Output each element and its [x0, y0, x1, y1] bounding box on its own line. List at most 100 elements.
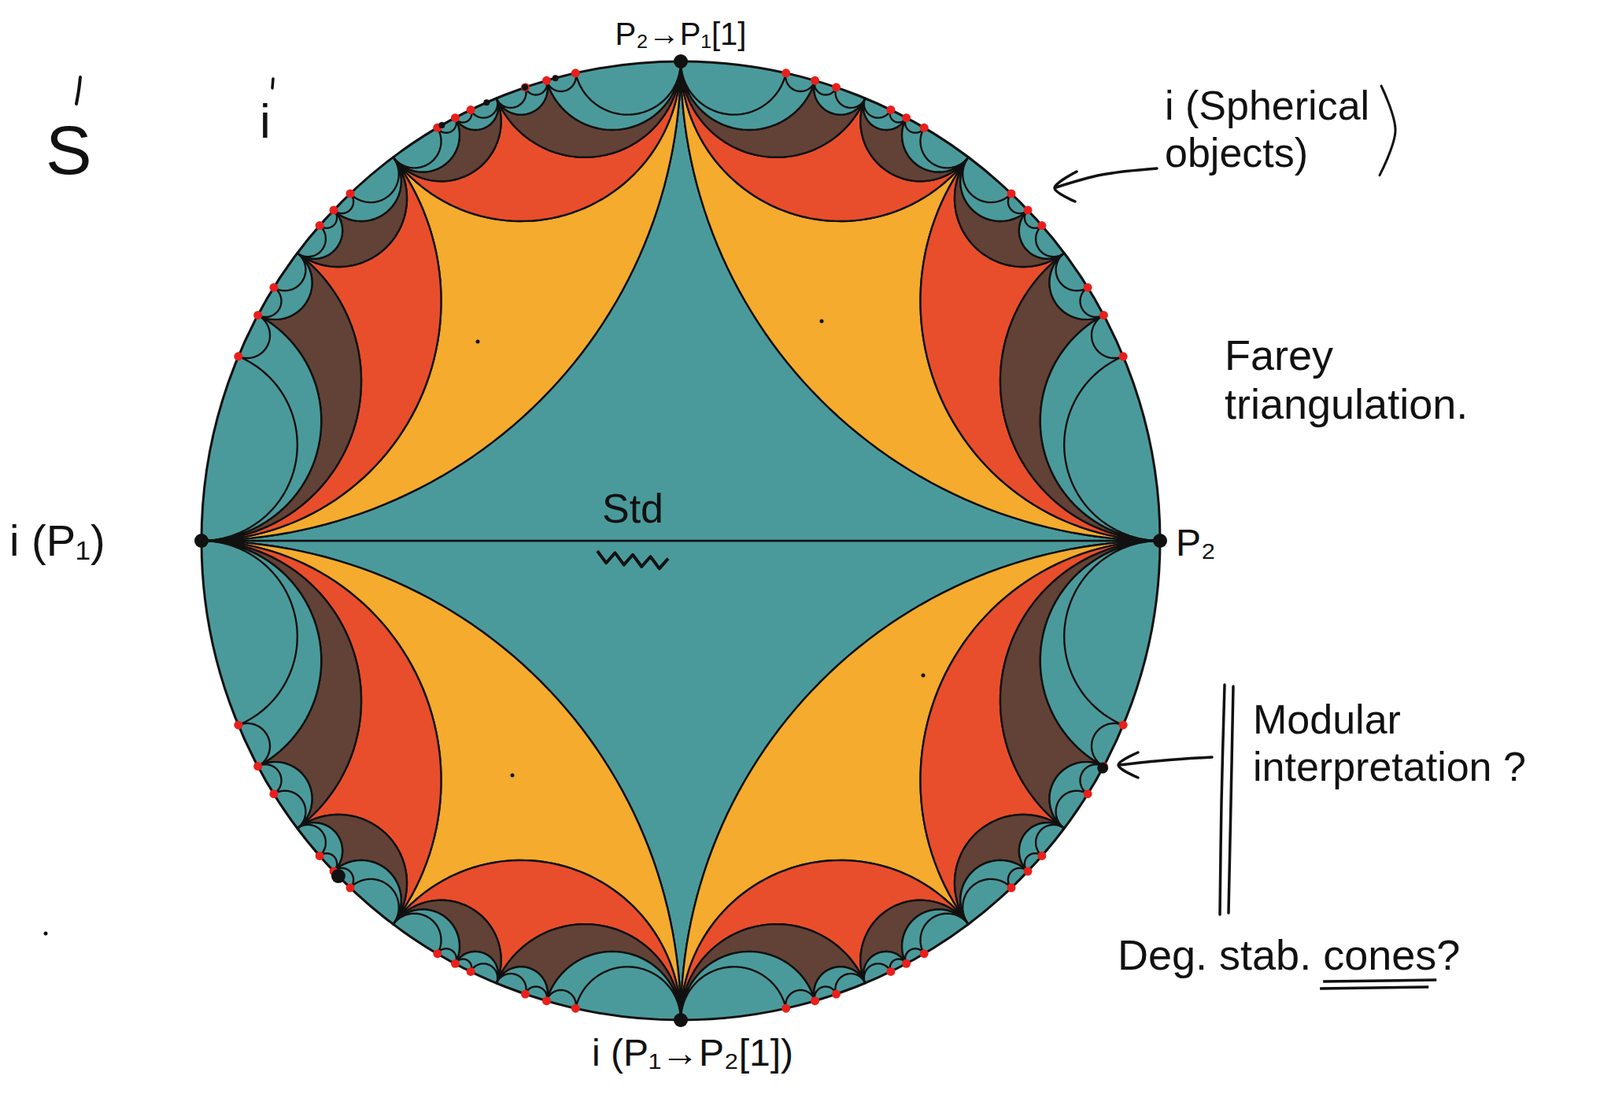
vertex-dot	[432, 949, 442, 958]
accent-tick	[76, 77, 81, 104]
ideal-triangle	[297, 210, 343, 259]
vertex-dot	[1083, 283, 1093, 292]
marked-point	[483, 99, 490, 106]
ideal-triangle	[901, 118, 969, 173]
ideal-triangle	[201, 540, 681, 1020]
ideal-triangle	[860, 98, 969, 182]
vertex-dot	[1119, 720, 1128, 730]
ideal-triangle	[680, 61, 865, 158]
ideal-triangle	[297, 822, 343, 872]
ideal-triangle	[454, 951, 499, 983]
pen-strokes	[76, 77, 1437, 989]
ideal-triangle	[680, 61, 816, 130]
ideal-triangle	[1049, 761, 1104, 828]
underline-scribble	[597, 550, 669, 569]
vertex-dot	[521, 82, 530, 92]
annotation-label: i (Spherical objects)	[1164, 82, 1374, 178]
ideal-triangle	[496, 966, 548, 1001]
ideal-triangle	[297, 814, 407, 924]
vertex-dot	[329, 206, 339, 215]
accent-tick	[272, 78, 274, 89]
ideal-triangle	[258, 253, 313, 320]
marked-point	[194, 533, 209, 548]
vertex-dot	[810, 76, 820, 85]
annotation-label: P₂	[1175, 521, 1216, 565]
pen-dot	[820, 319, 825, 324]
vertex-dot	[315, 221, 325, 230]
marked-point	[552, 74, 559, 82]
ideal-triangle	[680, 860, 969, 1020]
vertex-dot	[810, 996, 820, 1006]
vertex-dot	[269, 789, 278, 799]
farey-triangles	[201, 61, 1161, 1020]
vertex-dot	[901, 113, 911, 122]
ideal-triangle	[954, 157, 1065, 267]
double-underline	[1322, 979, 1437, 982]
ideal-triangle	[1019, 210, 1065, 259]
vertex-dot	[831, 82, 841, 92]
annotation-label: Std	[602, 485, 664, 533]
annotation-label: Farey triangulation.	[1224, 330, 1472, 429]
annotation-label: Modular interpretation ?	[1252, 696, 1530, 791]
ideal-triangle	[546, 951, 681, 1020]
marked-point	[331, 868, 346, 884]
annotation-label: Deg. stab. cones?	[1117, 930, 1460, 980]
vertex-dots	[233, 68, 1128, 1013]
vertex-dot	[886, 105, 895, 115]
ideal-triangle	[1000, 253, 1161, 541]
ideal-triangle	[960, 860, 1028, 924]
vertex-dot	[269, 283, 278, 292]
vertex-dot	[346, 883, 355, 893]
arrow-head	[1054, 171, 1077, 202]
vertex-dot	[901, 959, 911, 969]
ideal-triangle	[333, 157, 402, 222]
annotation-label: P₂→P₁[1]	[615, 15, 747, 52]
vertex-dot	[315, 851, 325, 861]
double-underline	[1319, 986, 1429, 989]
vertex-dot	[1037, 221, 1046, 230]
annotation-label: S	[45, 110, 93, 190]
ideal-triangle	[680, 923, 865, 1020]
vertex-dot	[1007, 189, 1017, 199]
vertex-dot	[542, 76, 551, 85]
vertex-dot	[571, 1004, 581, 1013]
ideal-triangle	[813, 966, 865, 1001]
ideal-triangle	[201, 540, 1161, 1020]
ideal-triangle	[201, 61, 1161, 541]
ideal-triangle	[813, 80, 865, 115]
ideal-triangle	[1000, 540, 1161, 828]
vertex-dot	[466, 967, 476, 976]
ideal-triangle	[860, 900, 969, 983]
disk-ground	[201, 61, 1161, 1020]
ideal-triangle	[201, 540, 441, 924]
vertex-dot	[831, 990, 841, 999]
ideal-triangle	[201, 540, 362, 828]
ideal-triangle	[393, 860, 681, 1020]
annotation-label: i	[259, 92, 271, 149]
vertex-dot	[521, 990, 530, 999]
ideal-triangle	[1040, 314, 1161, 541]
vertex-dot	[886, 967, 895, 976]
annotation-label: i (P₁)	[9, 515, 106, 566]
ideal-triangle	[1019, 822, 1065, 872]
ideal-triangle	[680, 540, 1161, 1020]
vertex-dot	[542, 996, 551, 1006]
vertex-dot	[253, 761, 263, 771]
ideal-triangle	[454, 98, 499, 130]
ideal-triangle	[901, 909, 969, 964]
vertex-dot	[920, 949, 929, 958]
ideal-triangle	[680, 61, 1161, 541]
ideal-triangle	[1049, 253, 1104, 320]
double-bar	[1219, 684, 1225, 915]
ideal-triangle	[863, 951, 907, 983]
vertex-dot	[450, 959, 460, 969]
ideal-triangle	[496, 80, 548, 115]
marked-point	[1152, 533, 1168, 548]
vertex-dot	[781, 1004, 791, 1013]
pen-dot	[510, 773, 515, 778]
vertex-dot	[466, 105, 476, 115]
vertex-dot	[1007, 883, 1017, 893]
ideal-triangle	[393, 98, 502, 182]
ideal-triangle	[863, 98, 907, 130]
ideal-triangle	[954, 814, 1065, 924]
